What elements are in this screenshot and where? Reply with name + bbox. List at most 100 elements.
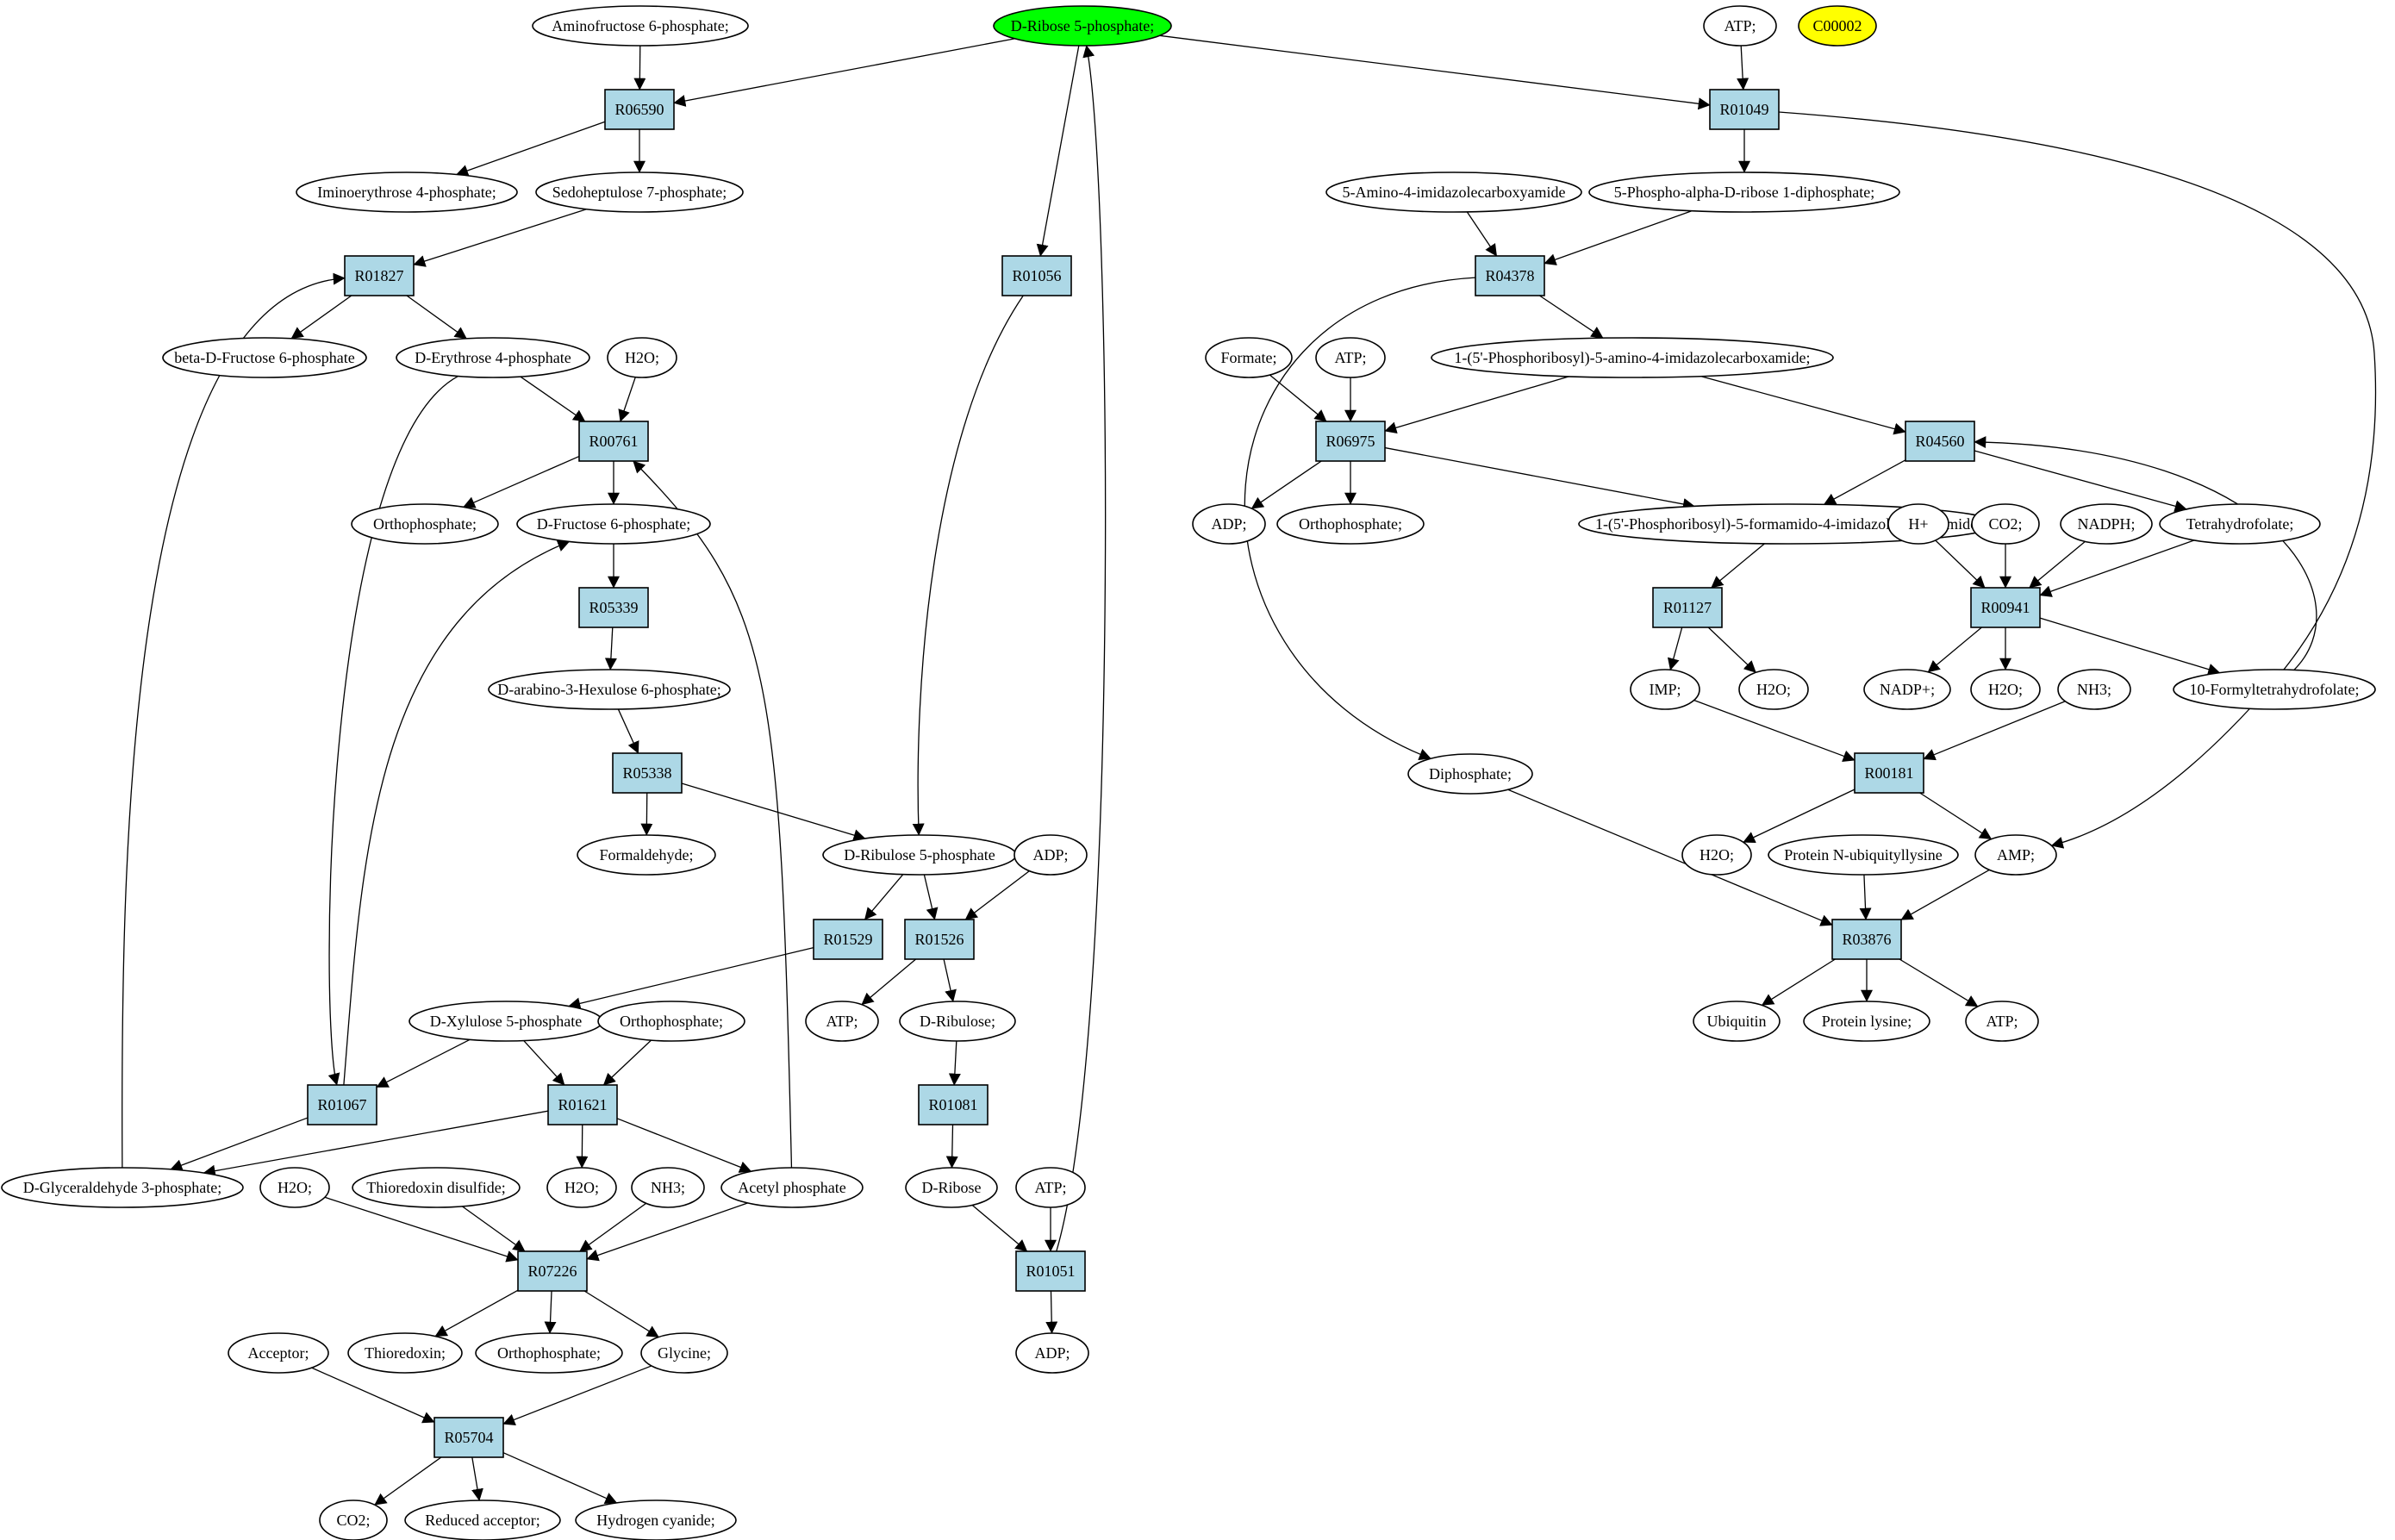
metabolite-node-iminoerythrose4p[interactable]: Iminoerythrose 4-phosphate; [296, 171, 518, 213]
metabolite-node-formaldehyde[interactable]: Formaldehyde; [577, 834, 716, 876]
metabolite-node-h2o-r01621[interactable]: H2O; [546, 1167, 617, 1208]
metabolite-node-protein-lysine[interactable]: Protein lysine; [1803, 1001, 1930, 1042]
metabolite-node-h2o-r00761[interactable]: H2O; [607, 337, 677, 378]
metabolite-node-ubiquitin[interactable]: Ubiquitin [1693, 1001, 1781, 1042]
reaction-node-r05339[interactable]: R05339 [578, 587, 649, 628]
edge-aicar-to-R04560 [1700, 375, 1906, 435]
metabolite-node-atp-r03876[interactable]: ATP; [1965, 1001, 2039, 1042]
edge-gap-to-R01827 [122, 272, 346, 1169]
metabolite-node-protein-ub-lys[interactable]: Protein N-ubiquityllysine [1768, 834, 1959, 876]
metabolite-label: Tetrahydrofolate; [2186, 515, 2294, 533]
metabolite-node-diphosphate[interactable]: Diphosphate; [1407, 753, 1533, 795]
metabolite-label: Iminoerythrose 4-phosphate; [317, 184, 496, 201]
reaction-node-r00761[interactable]: R00761 [578, 421, 649, 462]
reaction-node-r07226[interactable]: R07226 [517, 1250, 588, 1292]
metabolite-node-atp-r06975[interactable]: ATP; [1315, 337, 1386, 378]
metabolite-node-glycine[interactable]: Glycine; [640, 1332, 728, 1374]
metabolite-node-aica[interactable]: 5-Amino-4-imidazolecarboxyamide [1325, 171, 1582, 213]
metabolite-node-orthophosphate-r00761[interactable]: Orthophosphate; [351, 503, 499, 545]
metabolite-node-aminofructose6p[interactable]: Aminofructose 6-phosphate; [532, 5, 749, 47]
metabolite-node-orthophosphate-r06975[interactable]: Orthophosphate; [1276, 503, 1425, 545]
metabolite-node-thioredoxin-disulfide[interactable]: Thioredoxin disulfide; [352, 1167, 521, 1208]
metabolite-label: 10-Formyltetrahydrofolate; [2190, 681, 2360, 698]
metabolite-node-hplus[interactable]: H+ [1887, 503, 1949, 545]
metabolite-node-hydrogen-cyanide[interactable]: Hydrogen cyanide; [575, 1499, 737, 1540]
metabolite-node-xylulose5p[interactable]: D-Xylulose 5-phosphate [409, 1001, 603, 1042]
metabolite-label: Formate; [1221, 349, 1277, 366]
metabolite-node-prpp[interactable]: 5-Phospho-alpha-D-ribose 1-diphosphate; [1588, 171, 1900, 213]
reaction-label: R00941 [1980, 599, 2030, 616]
edge-R01051-to-ribose5p [1056, 45, 1107, 1252]
metabolite-node-amp[interactable]: AMP; [1974, 834, 2057, 876]
reaction-node-r01049[interactable]: R01049 [1709, 89, 1780, 130]
metabolite-node-arabino3hexulose6p[interactable]: D-arabino-3-Hexulose 6-phosphate; [488, 669, 731, 710]
reaction-node-r01051[interactable]: R01051 [1015, 1250, 1086, 1292]
metabolite-node-gap[interactable]: D-Glyceraldehyde 3-phosphate; [1, 1167, 244, 1208]
metabolite-label: 5-Amino-4-imidazolecarboxyamide [1343, 184, 1566, 201]
metabolite-node-aicar[interactable]: 1-(5'-Phosphoribosyl)-5-amino-4-imidazol… [1431, 337, 1834, 378]
metabolite-node-nh3-r00181[interactable]: NH3; [2057, 669, 2131, 710]
metabolite-label: NADPH; [2077, 515, 2135, 533]
metabolite-node-adp-r01051[interactable]: ADP; [1015, 1332, 1089, 1374]
metabolite-node-erythrose4p[interactable]: D-Erythrose 4-phosphate [396, 337, 590, 378]
reaction-node-r00181[interactable]: R00181 [1854, 752, 1924, 794]
metabolite-node-thf[interactable]: Tetrahydrofolate; [2159, 503, 2321, 545]
metabolite-label: 1-(5'-Phosphoribosyl)-5-amino-4-imidazol… [1454, 349, 1810, 367]
metabolite-node-ribulose5p[interactable]: D-Ribulose 5-phosphate [822, 834, 1017, 876]
metabolite-node-orthophosphate-r07226[interactable]: Orthophosphate; [475, 1332, 623, 1374]
metabolite-node-acetylphosphate[interactable]: Acetyl phosphate [720, 1167, 864, 1208]
reaction-node-r01621[interactable]: R01621 [547, 1084, 618, 1125]
reaction-node-r06975[interactable]: R06975 [1315, 421, 1386, 462]
metabolite-node-c00002[interactable]: C00002 [1798, 5, 1877, 47]
metabolite-node-nadph[interactable]: NADPH; [2060, 503, 2153, 545]
reaction-node-r01526[interactable]: R01526 [904, 919, 975, 960]
metabolite-node-imp[interactable]: IMP; [1630, 669, 1700, 710]
metabolite-node-atp-r01051[interactable]: ATP; [1015, 1167, 1086, 1208]
metabolite-node-adp-r01526[interactable]: ADP; [1014, 834, 1088, 876]
metabolite-node-ribulose[interactable]: D-Ribulose; [899, 1001, 1016, 1042]
metabolite-node-dribose[interactable]: D-Ribose [905, 1167, 998, 1208]
reaction-node-r05704[interactable]: R05704 [433, 1417, 504, 1458]
reaction-node-r01827[interactable]: R01827 [344, 255, 415, 296]
reaction-node-r01081[interactable]: R01081 [918, 1084, 989, 1125]
metabolite-node-h2o-r07226[interactable]: H2O; [259, 1167, 330, 1208]
metabolite-node-atp-top[interactable]: ATP; [1703, 5, 1777, 47]
metabolite-label: 1-(5'-Phosphoribosyl)-5-formamido-4-imid… [1595, 515, 1981, 533]
metabolite-node-formylthf[interactable]: 10-Formyltetrahydrofolate; [2173, 669, 2376, 710]
metabolite-node-sedoheptulose7p[interactable]: Sedoheptulose 7-phosphate; [535, 171, 744, 213]
metabolite-node-bdf6p[interactable]: beta-D-Fructose 6-phosphate [162, 337, 367, 378]
metabolite-node-h2o-r00181[interactable]: H2O; [1681, 834, 1752, 876]
metabolite-node-acceptor[interactable]: Acceptor; [228, 1332, 329, 1374]
reaction-node-r04378[interactable]: R04378 [1475, 255, 1545, 296]
metabolite-node-adp-r06975[interactable]: ADP; [1192, 503, 1266, 545]
reaction-label: R01827 [354, 267, 403, 284]
metabolite-label: D-Ribose [922, 1179, 982, 1196]
edge-R00941-to-formylthf [2039, 617, 2221, 676]
reaction-node-r05338[interactable]: R05338 [612, 752, 683, 794]
metabolite-node-reduced-acceptor[interactable]: Reduced acceptor; [404, 1499, 561, 1540]
metabolite-node-h2o-r00941[interactable]: H2O; [1970, 669, 2041, 710]
reaction-label: R05338 [622, 764, 671, 782]
metabolite-node-h2o-r01127[interactable]: H2O; [1738, 669, 1809, 710]
metabolite-node-thioredoxin[interactable]: Thioredoxin; [347, 1332, 463, 1374]
reaction-node-r01529[interactable]: R01529 [813, 919, 883, 960]
metabolite-node-atp-r01526[interactable]: ATP; [805, 1001, 879, 1042]
metabolite-node-nh3-r07226[interactable]: NH3; [631, 1167, 705, 1208]
metabolite-node-fructose6p[interactable]: D-Fructose 6-phosphate; [516, 503, 711, 545]
reaction-node-r04560[interactable]: R04560 [1905, 421, 1975, 462]
reaction-node-r03876[interactable]: R03876 [1831, 919, 1902, 960]
reaction-node-r06590[interactable]: R06590 [604, 89, 675, 130]
metabolite-node-formate[interactable]: Formate; [1205, 337, 1293, 378]
metabolite-label: Hydrogen cyanide; [596, 1512, 714, 1529]
reaction-node-r01067[interactable]: R01067 [307, 1084, 377, 1125]
reaction-label: R01127 [1663, 599, 1712, 616]
metabolite-node-co2-r00941[interactable]: CO2; [1971, 503, 2040, 545]
reaction-node-r01056[interactable]: R01056 [1001, 255, 1072, 296]
metabolite-node-nadp[interactable]: NADP+; [1863, 669, 1951, 710]
metabolite-node-orthophosphate-r01621[interactable]: Orthophosphate; [597, 1001, 745, 1042]
reaction-node-r00941[interactable]: R00941 [1970, 587, 2041, 628]
metabolite-node-co2-r05704[interactable]: CO2; [319, 1499, 388, 1540]
reaction-node-r01127[interactable]: R01127 [1652, 587, 1723, 628]
metabolite-node-ribose5p[interactable]: D-Ribose 5-phosphate; [993, 5, 1172, 47]
reaction-label: R03876 [1842, 931, 1891, 948]
